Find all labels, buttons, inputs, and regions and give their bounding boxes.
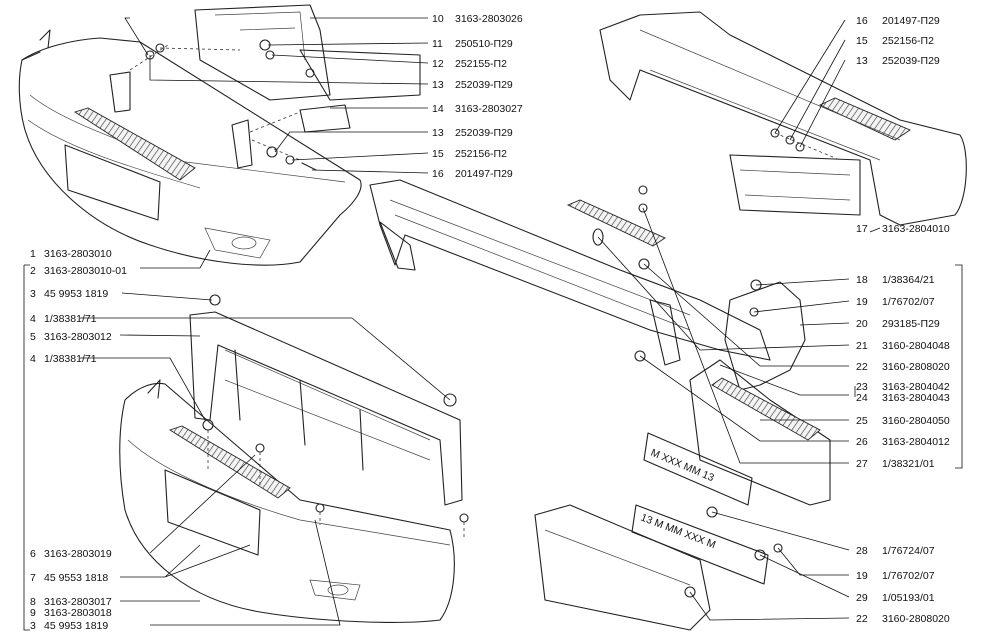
callout-code: 45 9953 1819 xyxy=(44,288,108,300)
callout-num: 18 xyxy=(856,274,868,286)
callout-code: 201497-П29 xyxy=(882,15,940,27)
callout-code: 1/38381/71 xyxy=(44,353,97,365)
callout-num: 14 xyxy=(432,103,444,115)
callout-code: 3163-2803027 xyxy=(455,103,523,115)
callout-num: 15 xyxy=(856,35,868,47)
front-bumper-upper xyxy=(18,29,362,266)
callout-code: 3163-2803010-01 xyxy=(44,265,127,277)
callout-code: 3163-2803026 xyxy=(455,13,523,25)
callout-num: 4 xyxy=(30,313,36,325)
callout-num: 17 xyxy=(856,223,868,235)
callout-num: 19 xyxy=(856,296,868,308)
callout-num: 4 xyxy=(30,353,36,365)
callout-num: 21 xyxy=(856,340,868,352)
callout-num: 22 xyxy=(856,613,868,625)
callout-code: 3163-2803019 xyxy=(44,548,112,560)
rear-beam xyxy=(369,179,771,366)
callout-num: 7 xyxy=(30,572,36,584)
callout-code: 3163-2804042 xyxy=(882,381,950,393)
callout-labels: 10 3163-2803026 11 250510-П29 12 252155-… xyxy=(30,13,950,632)
callout-num: 27 xyxy=(856,458,868,470)
callout-num: 2 xyxy=(30,265,36,277)
callout-code: 3163-2803017 xyxy=(44,596,112,608)
callout-num: 12 xyxy=(432,58,444,70)
callout-code: 1/38364/21 xyxy=(882,274,935,286)
callout-num: 10 xyxy=(432,13,444,25)
callout-num: 29 xyxy=(856,592,868,604)
callout-code: 1/76702/07 xyxy=(882,296,935,308)
callout-num: 26 xyxy=(856,436,868,448)
callout-code: 1/76724/07 xyxy=(882,545,935,557)
callout-num: 1 xyxy=(30,248,36,260)
callout-code: 1/05193/01 xyxy=(882,592,935,604)
callout-code: 252156-П2 xyxy=(882,35,934,47)
callout-code: 1/38321/01 xyxy=(882,458,935,470)
callout-num: 9 xyxy=(30,607,36,619)
callout-num: 22 xyxy=(856,361,868,373)
callout-num: 24 xyxy=(856,392,868,404)
callout-code: 3163-2803012 xyxy=(44,331,112,343)
callout-num: 6 xyxy=(30,548,36,560)
callout-num: 15 xyxy=(432,148,444,160)
front-bumper-lower xyxy=(119,379,455,623)
callout-num: 16 xyxy=(432,168,444,180)
callout-code: 252039-П29 xyxy=(455,127,513,139)
callout-code: 250510-П29 xyxy=(455,38,513,50)
callout-num: 3 xyxy=(30,620,36,632)
callout-code: 201497-П29 xyxy=(455,168,513,180)
callout-code: 3160-2808020 xyxy=(882,361,950,373)
callout-code: 45 9953 1819 xyxy=(44,620,108,632)
callout-code: 252155-П2 xyxy=(455,58,507,70)
callout-code: 45 9553 1818 xyxy=(44,572,108,584)
plate-holder xyxy=(534,504,783,631)
rear-bumper-upper xyxy=(599,11,967,226)
callout-code: 3163-2804012 xyxy=(882,436,950,448)
callout-code: 252039-П29 xyxy=(882,55,940,67)
callout-num: 19 xyxy=(856,570,868,582)
callout-num: 11 xyxy=(432,38,443,50)
callout-num: 8 xyxy=(30,596,36,608)
callout-num: 13 xyxy=(856,55,868,67)
callout-code: 3160-2808020 xyxy=(882,613,950,625)
callout-code: 3163-2804010 xyxy=(882,223,950,235)
callout-code: 3163-2803010 xyxy=(44,248,112,260)
callout-num: 28 xyxy=(856,545,868,557)
callout-num: 16 xyxy=(856,15,868,27)
rear-bumper-lower xyxy=(689,279,831,506)
callout-num: 25 xyxy=(856,415,868,427)
callout-code: 3163-2803018 xyxy=(44,607,112,619)
callout-code: 3160-2804050 xyxy=(882,415,950,427)
callout-num: 20 xyxy=(856,318,868,330)
leader-lines xyxy=(23,17,963,631)
front-frame xyxy=(189,294,469,540)
callout-code: 252156-П2 xyxy=(455,148,507,160)
callout-num: 23 xyxy=(856,381,868,393)
callout-code: 3160-2804048 xyxy=(882,340,950,352)
callout-code: 1/38381/71 xyxy=(44,313,97,325)
callout-code: 252039-П29 xyxy=(455,79,513,91)
callout-num: 13 xyxy=(432,79,444,91)
callout-num: 3 xyxy=(30,288,36,300)
callout-code: 3163-2804043 xyxy=(882,392,950,404)
front-plate: 13 М ММ XXX М xyxy=(631,504,769,585)
rear-plate-text: М XXX ММ 13 xyxy=(649,447,716,485)
callout-num: 13 xyxy=(432,127,444,139)
callout-num: 5 xyxy=(30,331,36,343)
callout-code: 293185-П29 xyxy=(882,318,940,330)
callout-code: 1/76702/07 xyxy=(882,570,935,582)
front-brackets-top xyxy=(109,4,421,171)
